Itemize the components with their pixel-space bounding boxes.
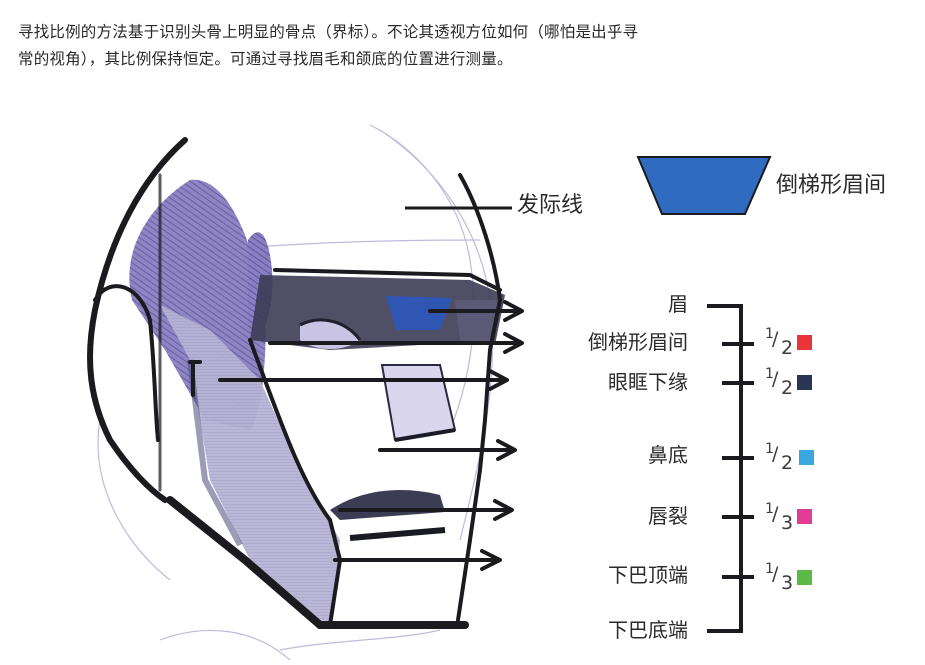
landmark-label-orbit-lower-rim: 眼眶下缘 (608, 370, 688, 394)
legend-label-glabella-trapezoid: 倒梯形眉间 (776, 173, 887, 198)
inverted-trapezoid-legend-shape (636, 156, 772, 215)
color-swatch-green (797, 570, 812, 585)
landmark-label-nose-base: 鼻底 (648, 443, 688, 467)
color-swatch-red (797, 335, 812, 350)
hairline-label: 发际线 (517, 193, 584, 218)
landmark-label-chin-top: 下巴顶端 (608, 563, 688, 587)
color-swatch-sky-blue (799, 450, 814, 465)
intro-line-1: 寻找比例的方法基于识别头骨上明显的骨点（界标）。不论其透视方位如何（哪怕是出乎寻 (18, 23, 639, 41)
color-swatch-magenta (797, 509, 812, 524)
landmark-label-brow: 眉 (668, 292, 688, 316)
intro-paragraph: 寻找比例的方法基于识别头骨上明显的骨点（界标）。不论其透视方位如何（哪怕是出乎寻… (18, 19, 878, 73)
landmark-label-chin-bottom: 下巴底端 (608, 618, 688, 642)
landmark-label-lip-line: 唇裂 (648, 504, 688, 528)
landmark-label-glabella: 倒梯形眉间 (588, 330, 688, 354)
head-sketch-illustration (87, 124, 772, 661)
color-swatch-navy (797, 375, 812, 390)
intro-line-2: 常的视角），其比例保持恒定。可通过寻找眉毛和颌底的位置进行测量。 (18, 50, 513, 68)
head-proportion-figure: 发际线 倒梯形眉间 眉 倒梯形眉间 眼眶下缘 鼻底 唇裂 下巴顶端 下巴底端 1… (0, 95, 925, 665)
